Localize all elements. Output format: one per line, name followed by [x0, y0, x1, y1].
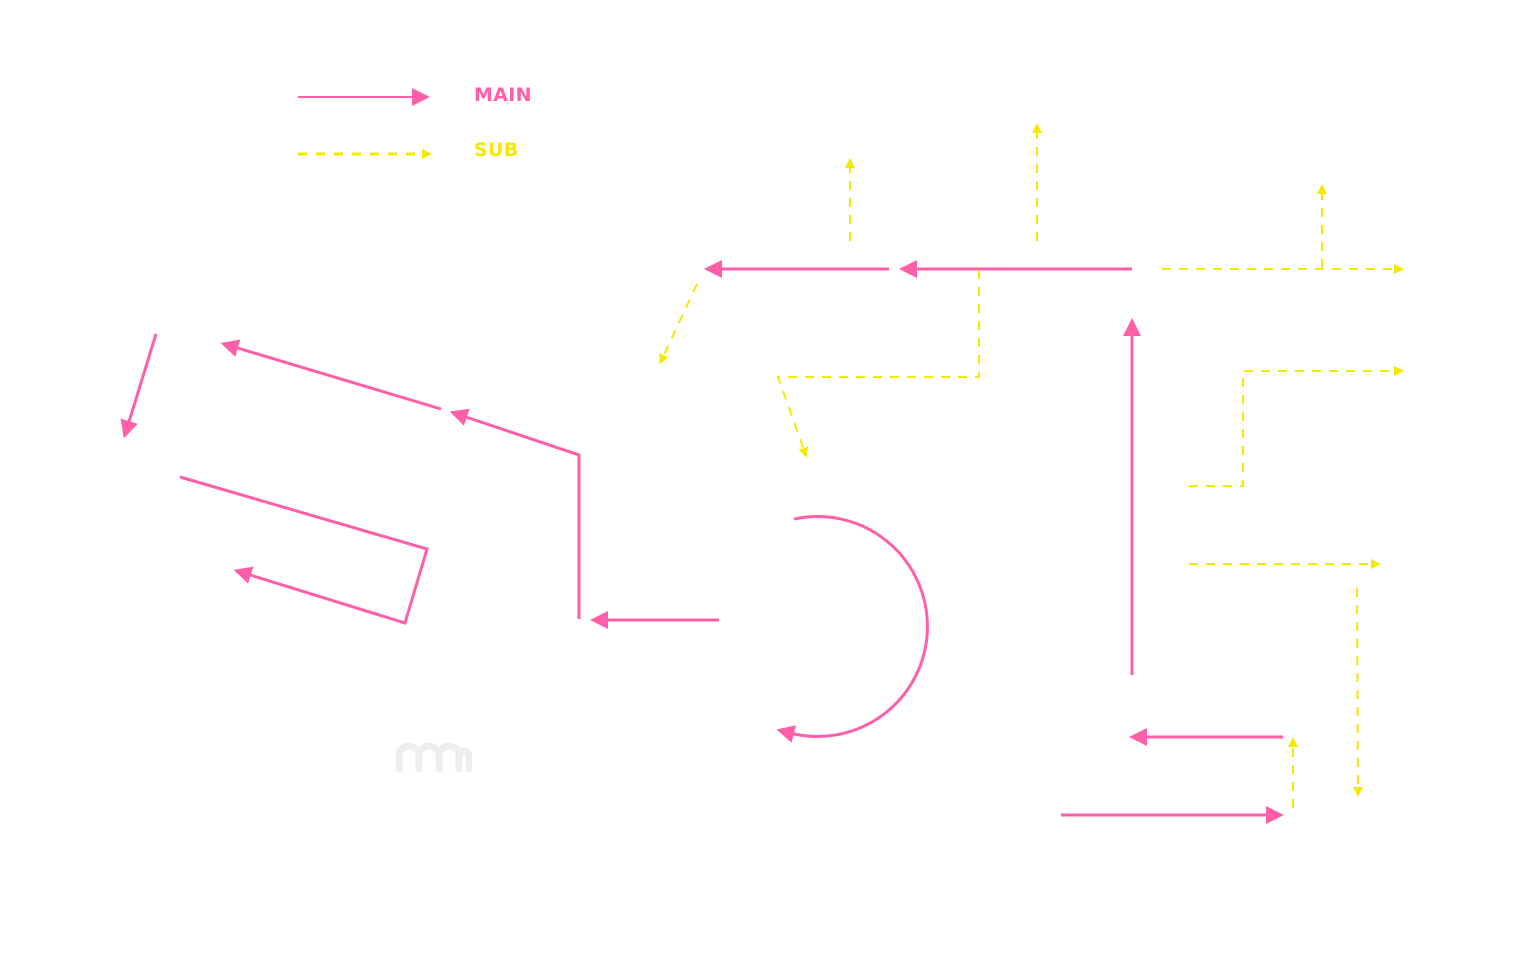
main-arrow-curve: [776, 514, 929, 743]
legend: [298, 88, 432, 159]
legend-sub-label: SUB: [474, 139, 519, 161]
sub-arrow-step-right: [1189, 366, 1404, 487]
sub-paths: [659, 123, 1404, 808]
main-arrow-long-diagonal: [220, 339, 442, 411]
main-arrow-down-left: [120, 333, 158, 439]
sub-arrow-diag-left: [659, 283, 698, 365]
sub-arrow-step-down: [776, 270, 980, 458]
main-paths: [120, 260, 1284, 824]
legend-main-label: MAIN: [474, 84, 532, 106]
main-arrow-l-diagonal: [449, 408, 581, 619]
main-arrow-zigzag: [179, 475, 429, 625]
sub-arrow-down-right: [1352, 587, 1363, 797]
mm-logo-icon: [394, 740, 473, 778]
